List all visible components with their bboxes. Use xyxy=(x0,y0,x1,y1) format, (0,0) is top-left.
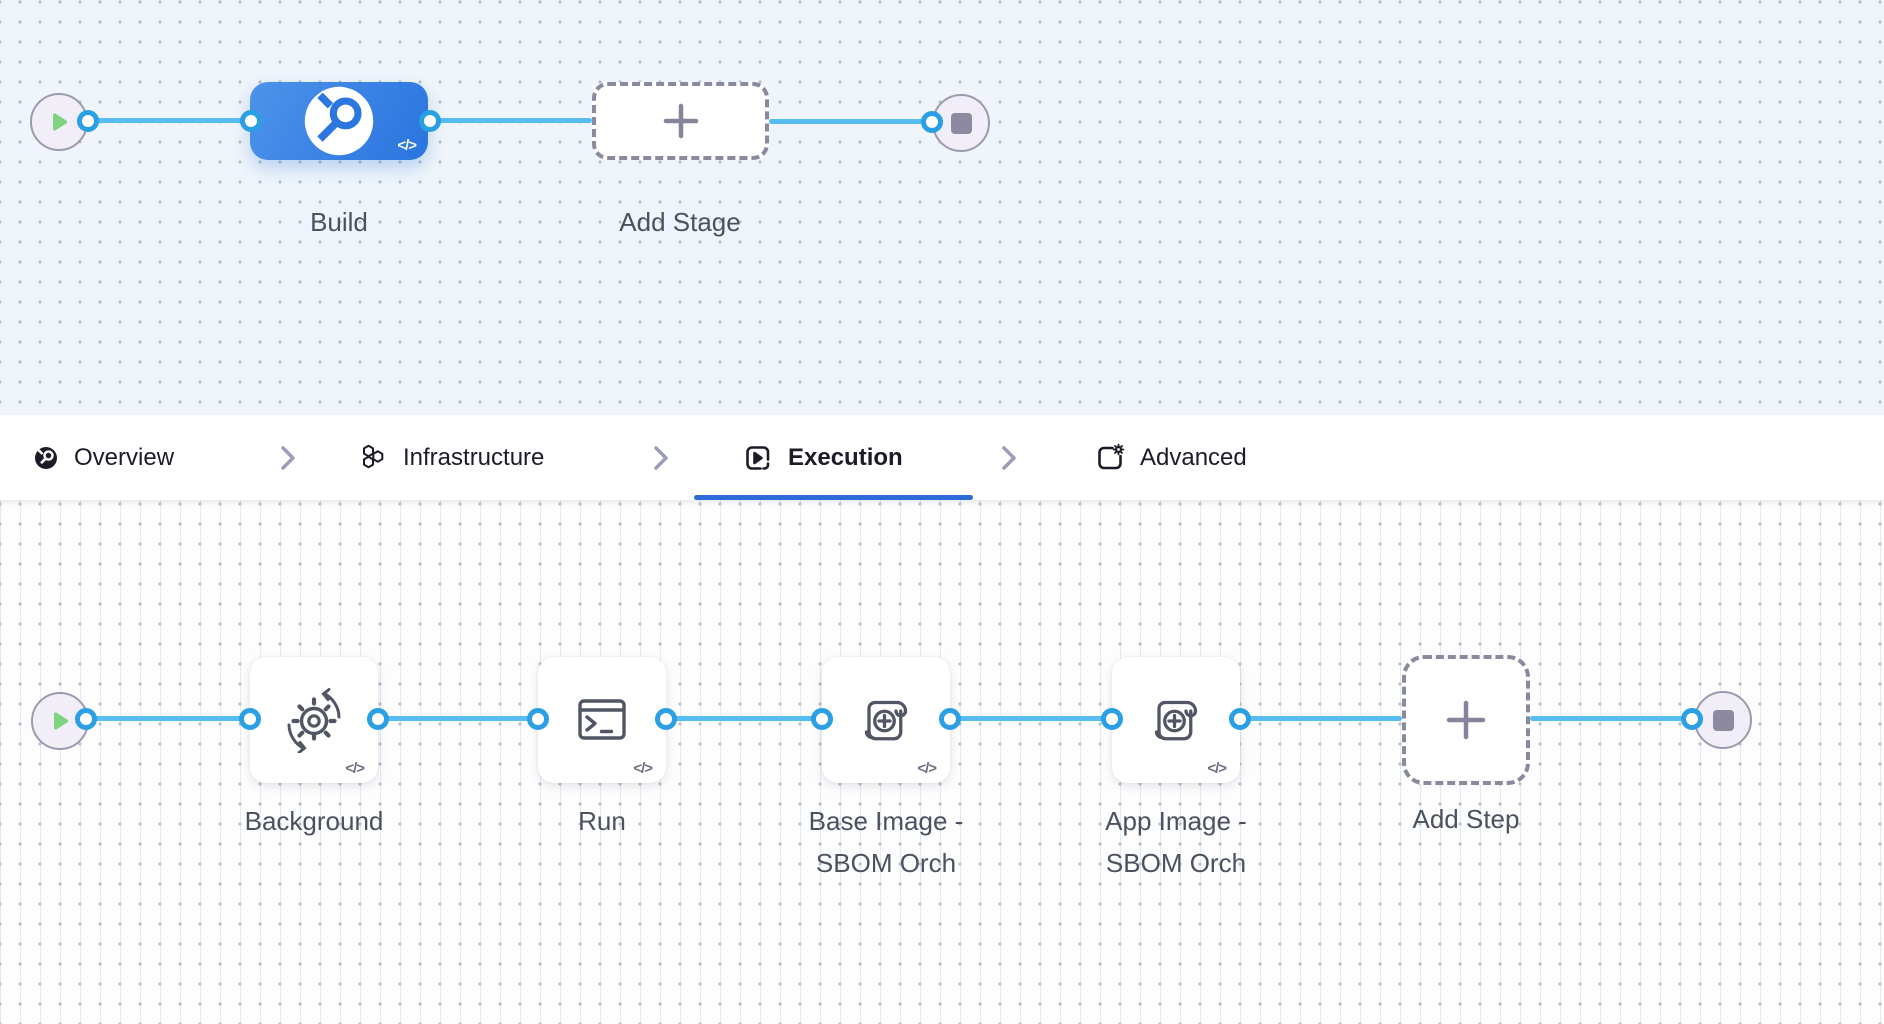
add-stage-label: Add Stage xyxy=(619,207,741,237)
connection-port[interactable] xyxy=(1229,708,1251,730)
step-card-background[interactable]: </> xyxy=(250,657,378,783)
yaml-code-badge: </> xyxy=(633,760,653,777)
tab-infrastructure[interactable]: Infrastructure xyxy=(358,415,544,500)
yaml-code-badge: </> xyxy=(397,137,417,154)
edge-connector xyxy=(86,716,250,721)
yaml-code-badge: </> xyxy=(1207,760,1227,777)
tab-execution[interactable]: Execution xyxy=(743,415,903,500)
stop-icon xyxy=(1712,709,1734,731)
plus-icon xyxy=(660,100,702,142)
step-label-line: Base Image - xyxy=(808,806,964,836)
step-label-app-image: App Image - SBOM Orch xyxy=(1066,800,1286,884)
yaml-code-badge: </> xyxy=(345,760,365,777)
edge-connector xyxy=(378,716,538,721)
ci-build-icon xyxy=(301,83,377,159)
sbom-scroll-plus-icon xyxy=(1144,688,1208,752)
add-stage-button[interactable] xyxy=(592,82,769,160)
execution-end-node xyxy=(1694,691,1752,749)
edge-connector xyxy=(666,716,822,721)
step-label-base-image: Base Image - SBOM Orch xyxy=(776,800,996,884)
connection-port[interactable] xyxy=(921,111,943,133)
edge-connector xyxy=(950,716,1112,721)
play-square-icon xyxy=(743,443,773,473)
stage-card-build[interactable]: </> xyxy=(250,82,428,160)
chevron-right-icon xyxy=(999,415,1019,500)
connection-port[interactable] xyxy=(655,708,677,730)
step-label-line: SBOM Orch xyxy=(1105,848,1247,878)
tab-infrastructure-label: Infrastructure xyxy=(403,443,545,471)
chevron-right-icon xyxy=(651,415,671,500)
connection-port[interactable] xyxy=(1681,708,1703,730)
connection-port[interactable] xyxy=(239,708,261,730)
gear-file-icon xyxy=(1095,443,1125,473)
connection-port[interactable] xyxy=(240,110,262,132)
tab-advanced[interactable]: Advanced xyxy=(1095,415,1247,500)
tab-execution-label: Execution xyxy=(788,443,903,471)
connection-port[interactable] xyxy=(939,708,961,730)
tab-advanced-label: Advanced xyxy=(1140,443,1247,471)
pipeline-end-node xyxy=(932,94,990,152)
stage-canvas[interactable]: </> Build Add Stage xyxy=(0,0,1884,415)
step-label-line: SBOM Orch xyxy=(815,848,957,878)
edge-connector xyxy=(769,119,932,124)
stop-icon xyxy=(950,112,972,134)
step-card-base-image-sbom[interactable]: </> xyxy=(822,657,950,783)
edge-connector xyxy=(1240,716,1402,721)
play-icon xyxy=(47,708,73,734)
active-tab-underline xyxy=(694,495,973,500)
step-label-run: Run xyxy=(578,806,626,836)
add-step-button[interactable] xyxy=(1402,655,1530,785)
edge-connector xyxy=(430,118,592,123)
sbom-scroll-plus-icon xyxy=(854,688,918,752)
connection-port[interactable] xyxy=(1101,708,1123,730)
stage-label-build: Build xyxy=(310,207,368,237)
stage-config-tabs: Overview Infrastructure xyxy=(0,415,1884,500)
tab-overview-label: Overview xyxy=(74,443,175,471)
connection-port[interactable] xyxy=(811,708,833,730)
connection-port[interactable] xyxy=(77,110,99,132)
plus-icon xyxy=(1442,696,1490,744)
play-icon xyxy=(46,109,72,135)
ci-overview-icon xyxy=(33,445,59,471)
step-label-line: App Image - xyxy=(1105,806,1247,836)
connection-port[interactable] xyxy=(367,708,389,730)
terminal-icon xyxy=(570,688,634,752)
chevron-right-icon xyxy=(278,415,298,500)
step-label-background: Background xyxy=(244,806,384,836)
add-step-label: Add Step xyxy=(1412,804,1520,834)
execution-step-canvas[interactable]: </> </> xyxy=(0,500,1884,1024)
step-card-app-image-sbom[interactable]: </> xyxy=(1112,657,1240,783)
yaml-code-badge: </> xyxy=(917,760,937,777)
connection-port[interactable] xyxy=(527,708,549,730)
connection-port[interactable] xyxy=(75,708,97,730)
tab-overview[interactable]: Overview xyxy=(33,415,174,500)
edge-connector xyxy=(1530,716,1692,721)
hexagons-icon xyxy=(358,443,388,473)
connection-port[interactable] xyxy=(419,110,441,132)
edge-connector xyxy=(88,118,251,123)
background-sync-gear-icon xyxy=(281,687,347,753)
step-card-run[interactable]: </> xyxy=(538,657,666,783)
